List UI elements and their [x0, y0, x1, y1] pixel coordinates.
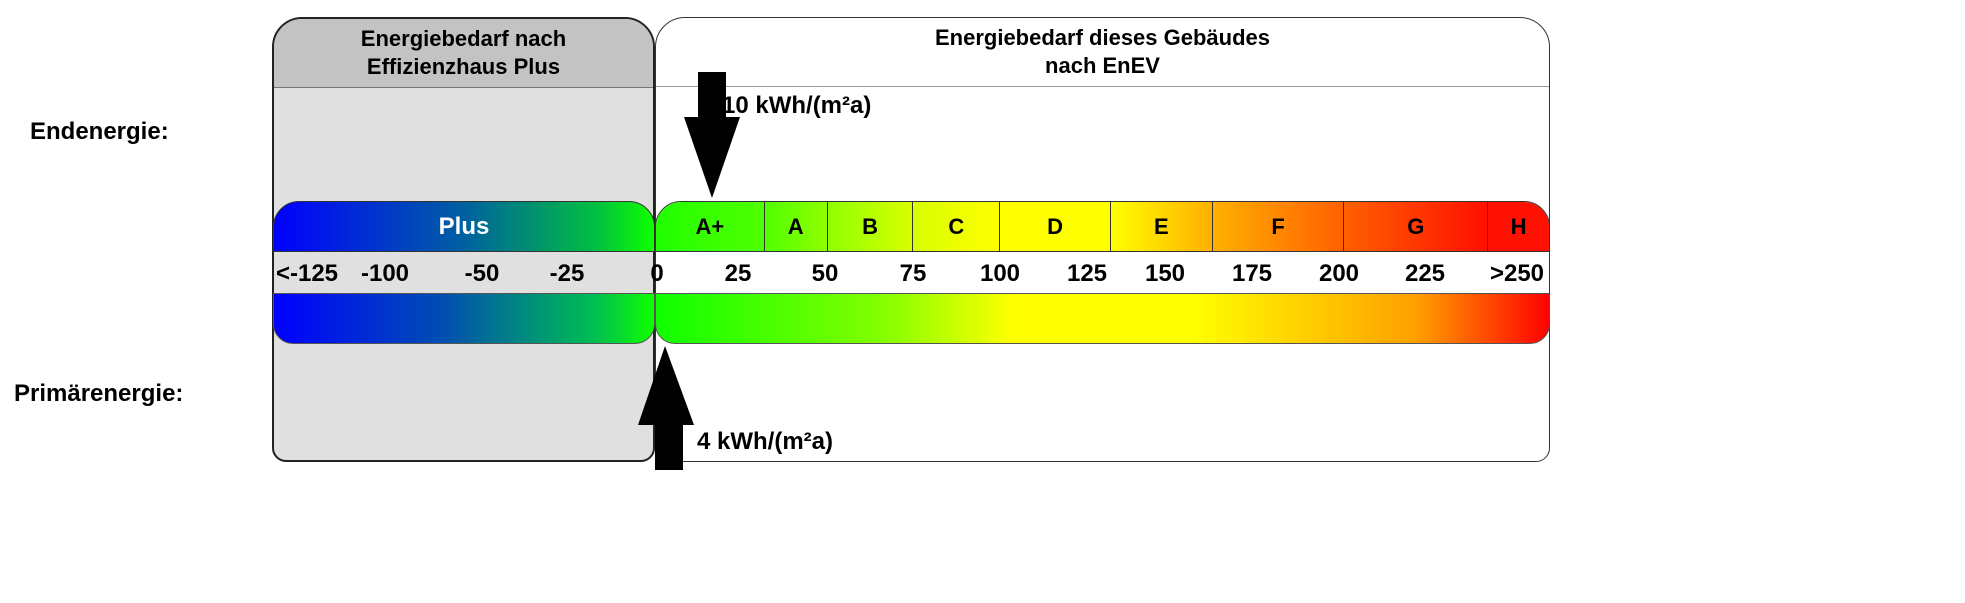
class-segment-g: G [1344, 202, 1489, 251]
primary-energy-value: 4 kWh/(m²a) [697, 428, 834, 455]
right-header: Energiebedarf dieses Gebäudes nach EnEV [656, 18, 1549, 87]
efficiency-class-bar: A+ A B C D E F G H [655, 201, 1550, 252]
tick-label: 225 [1404, 260, 1446, 287]
class-segment-e: E [1110, 202, 1213, 251]
tick-label: >250 [1489, 260, 1545, 287]
class-segment-c: C [913, 202, 1001, 251]
class-segment-f: F [1212, 202, 1345, 251]
plus-label: Plus [438, 212, 490, 240]
plus-bar: Plus [273, 201, 655, 252]
end-energy-arrow-icon [684, 72, 740, 198]
tick-label: <-125 [275, 260, 339, 287]
end-energy-label: Endenergie: [30, 118, 169, 145]
class-label: C [948, 213, 965, 239]
class-label: A+ [695, 213, 725, 239]
end-energy-value: 10 kWh/(m²a) [722, 92, 872, 119]
tick-label: -50 [464, 260, 500, 287]
tick-label: 25 [724, 260, 752, 287]
class-segment-a-plus: A+ [656, 202, 765, 251]
tick-label: 150 [1144, 260, 1186, 287]
tick-label: 75 [899, 260, 927, 287]
tick-label: 125 [1066, 260, 1108, 287]
class-label: B [862, 213, 878, 239]
class-label: D [1047, 213, 1064, 239]
tick-label: 50 [811, 260, 839, 287]
class-segment-a: A [764, 202, 828, 251]
primary-energy-label: Primärenergie: [14, 380, 184, 407]
tick-label: -100 [360, 260, 410, 287]
primary-scale-bar [655, 293, 1550, 344]
class-label: A [787, 213, 804, 239]
primary-energy-arrow-icon [638, 346, 694, 470]
left-header-line2: Effizienzhaus Plus [366, 54, 561, 79]
class-segment-d: D [1000, 202, 1111, 251]
tick-label: 100 [979, 260, 1021, 287]
right-header-line2: nach EnEV [1045, 53, 1160, 78]
tick-label: 175 [1231, 260, 1273, 287]
tick-label: -25 [549, 260, 585, 287]
left-header-line1: Energiebedarf nach [360, 26, 567, 51]
class-label: G [1407, 213, 1425, 239]
class-label: E [1154, 213, 1169, 239]
tick-label: 200 [1318, 260, 1360, 287]
class-segment-b: B [827, 202, 914, 251]
class-label: H [1510, 213, 1527, 239]
class-segment-h: H [1488, 202, 1549, 251]
right-header-line1: Energiebedarf dieses Gebäudes [934, 25, 1271, 50]
class-label: F [1271, 213, 1285, 239]
primary-plus-bar [273, 293, 655, 344]
tick-label: 0 [650, 260, 664, 287]
